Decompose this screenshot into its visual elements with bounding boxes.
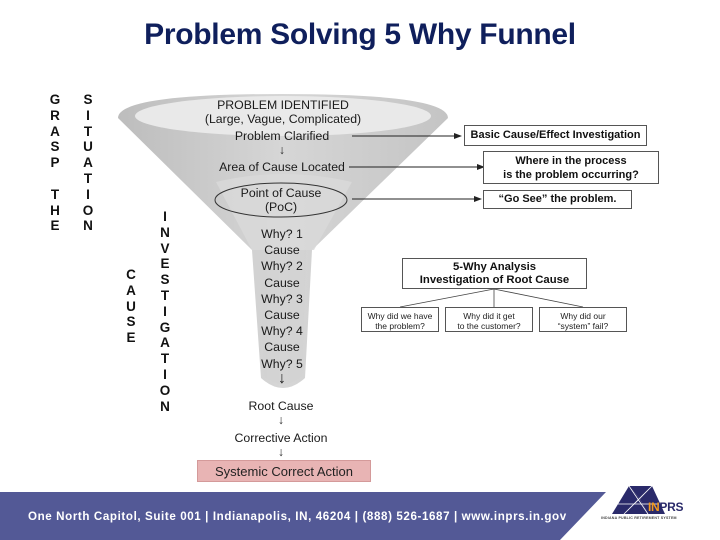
- footer-band: [0, 492, 606, 540]
- why-step: Why? 2: [261, 259, 303, 274]
- basic-cause-effect-box: Basic Cause/Effect Investigation: [464, 125, 647, 146]
- problem-identified: PROBLEM IDENTIFIED: [217, 98, 349, 112]
- logo-prs: PRS: [659, 500, 684, 514]
- where-line1: Where in the process: [515, 155, 627, 167]
- why-step: Why? 4: [261, 324, 303, 339]
- arrow-down-icon: ↓: [278, 143, 286, 157]
- question-box-problem: Why did we have the problem?: [361, 307, 439, 332]
- inprs-logo-text: INPRS: [648, 500, 683, 514]
- point-of-cause: Point of Cause: [240, 186, 322, 200]
- logo-subtitle: INDIANA PUBLIC RETIREMENT SYSTEM: [601, 516, 677, 520]
- why-step: Why? 1: [261, 227, 303, 241]
- arrow-down-icon: ↓: [278, 370, 286, 387]
- analysis-title: 5-Why Analysis: [452, 261, 537, 273]
- funnel-rim: [135, 96, 431, 136]
- page-title: Problem Solving 5 Why Funnel: [144, 18, 576, 51]
- go-see-box: “Go See” the problem.: [483, 190, 632, 209]
- problem-identified-sub: (Large, Vague, Complicated): [204, 112, 362, 126]
- systemic-correct-action-box: Systemic Correct Action: [197, 460, 371, 482]
- where-in-process-box: Where in the process is the problem occu…: [483, 151, 659, 184]
- question-line: to the customer?: [457, 321, 521, 331]
- cause-step: Cause: [264, 308, 300, 323]
- where-line2: is the problem occurring?: [503, 169, 639, 181]
- why-cause-steps: Why? 1 Cause Why? 2 Cause Why? 3 Cause W…: [261, 226, 303, 372]
- question-box-system: Why did our “system” fail?: [539, 307, 627, 332]
- corrective-action: Corrective Action: [234, 431, 328, 445]
- question-line: the problem?: [375, 321, 425, 331]
- situation-label: S I T U A T I O N: [82, 92, 94, 234]
- footer-address: One North Capitol, Suite 001 | Indianapo…: [28, 510, 567, 523]
- grasp-the-label: G R A S P T H E: [49, 92, 61, 234]
- question-line: Why did we have: [367, 311, 433, 321]
- poc-ellipse: [214, 182, 348, 218]
- point-of-cause-abbr: (PoC): [264, 200, 298, 214]
- cause-step: Cause: [264, 340, 300, 355]
- logo-in: IN: [648, 500, 660, 514]
- arrow-down-icon: ↓: [277, 445, 285, 459]
- five-why-analysis-box: 5-Why Analysis Investigation of Root Cau…: [402, 258, 587, 289]
- analysis-subtitle: Investigation of Root Cause: [419, 274, 570, 286]
- inprs-logo-mark: [612, 485, 665, 515]
- question-line: Why did our: [560, 311, 606, 321]
- why-step: Why? 3: [261, 291, 303, 306]
- why-step: Why? 5: [261, 356, 303, 371]
- cause-step: Cause: [264, 275, 300, 290]
- question-box-customer: Why did it get to the customer?: [445, 307, 533, 332]
- cause-step: Cause: [264, 243, 300, 258]
- question-line: “system” fail?: [557, 321, 609, 331]
- cause-label: C A U S E: [126, 267, 136, 346]
- arrow-down-icon: ↓: [277, 413, 285, 427]
- problem-clarified: Problem Clarified: [234, 129, 330, 143]
- root-cause: Root Cause: [248, 399, 314, 413]
- area-of-cause-located: Area of Cause Located: [219, 160, 345, 174]
- question-line: Why did it get: [463, 311, 515, 321]
- investigation-label: I N V E S T I G A T I O N: [159, 209, 171, 414]
